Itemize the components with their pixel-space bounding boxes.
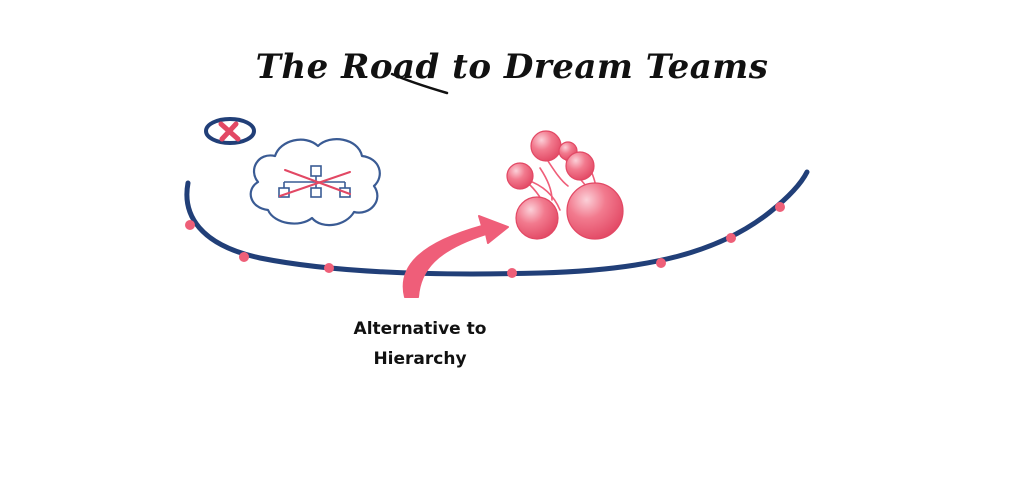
cross-out-lines xyxy=(279,169,351,197)
caption-alternative-to-hierarchy: Alternative to Hierarchy xyxy=(340,314,500,374)
hierarchy-cloud xyxy=(249,138,381,227)
milestone-dot xyxy=(324,263,334,273)
bubble-cluster-icon xyxy=(506,130,624,240)
team-bubble xyxy=(506,162,534,190)
title-underline-stroke xyxy=(390,72,449,95)
caption-line: Hierarchy xyxy=(373,349,467,369)
milestone-dot xyxy=(775,202,785,212)
curved-arrow-icon xyxy=(402,215,509,298)
diagram-title: The Road to Dream Teams xyxy=(256,47,769,87)
milestone-dots xyxy=(185,202,785,278)
milestone-dot xyxy=(239,252,249,262)
milestone-dot xyxy=(656,258,666,268)
caption-line: Alternative to xyxy=(353,319,487,339)
team-bubble xyxy=(566,182,624,240)
x-mark-icon xyxy=(204,117,256,145)
cluster-bubbles xyxy=(506,130,624,240)
team-bubble xyxy=(530,130,562,162)
team-bubble xyxy=(515,196,559,240)
milestone-dot xyxy=(507,268,517,278)
team-bubble xyxy=(565,151,595,181)
milestone-dot xyxy=(185,220,195,230)
milestone-dot xyxy=(726,233,736,243)
